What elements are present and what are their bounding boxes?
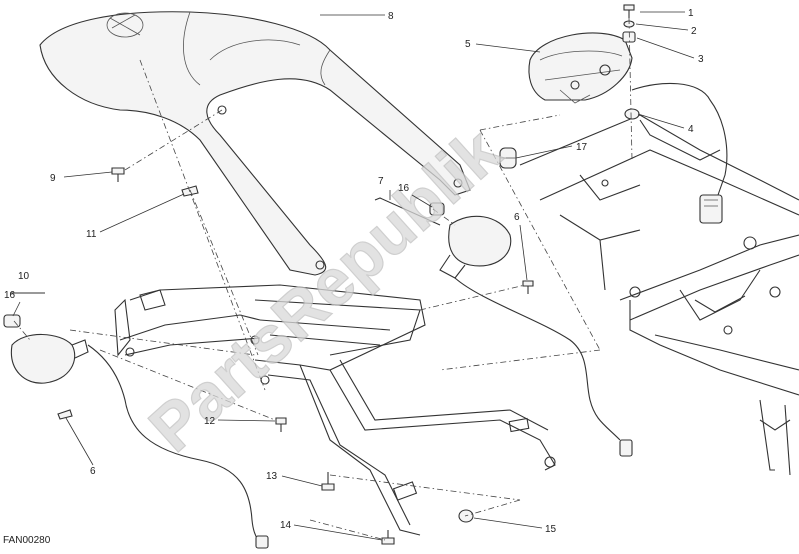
callout-6-right: 6: [514, 212, 520, 223]
callout-16-left: 16: [4, 290, 16, 301]
callout-15: 15: [545, 524, 557, 535]
rear-frame: [519, 114, 799, 476]
tail-light: [528, 32, 728, 224]
callout-8: 8: [388, 11, 394, 22]
callout-3: 3: [698, 54, 704, 65]
callout-4: 4: [688, 124, 694, 135]
callout-11: 11: [86, 229, 97, 240]
callout-labels: 1 2 3 4 5 6 6 7 8 9 10 11 12 13 14 15 16…: [4, 8, 704, 535]
callout-13: 13: [266, 471, 278, 482]
tail-light-fasteners: [622, 4, 640, 161]
assembly-lines: [13, 59, 601, 541]
callout-2: 2: [691, 26, 697, 37]
callout-1: 1: [688, 8, 694, 19]
callout-7: 7: [378, 176, 384, 187]
callout-9: 9: [50, 173, 56, 184]
grommet: [499, 147, 517, 169]
callout-14: 14: [280, 520, 292, 531]
callout-10: 10: [18, 271, 30, 282]
callout-12: 12: [204, 416, 216, 427]
plate-bracket: [114, 284, 556, 536]
right-turn-signal: [374, 197, 633, 457]
callout-16-right: 16: [398, 183, 410, 194]
callout-6-left: 6: [90, 466, 96, 477]
callout-leaders: [12, 11, 695, 541]
rear-cowl: [39, 11, 471, 276]
callout-17: 17: [576, 142, 588, 153]
callout-5: 5: [465, 39, 471, 50]
left-turn-signal: [3, 292, 269, 549]
diagram-code: FAN00280: [3, 535, 51, 546]
